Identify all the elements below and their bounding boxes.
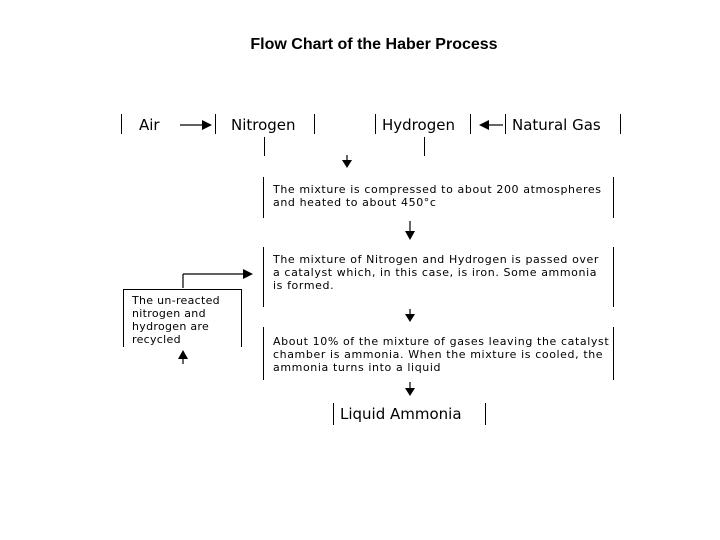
step-catalyst-box: The mixture of Nitrogen and Hydrogen is … (263, 247, 614, 307)
recycle-line-1: The un-reacted (132, 294, 220, 307)
node-liquid-ammonia: Liquid Ammonia (340, 405, 462, 423)
step-cooling-line-2: chamber is ammonia. When the mixture is … (273, 348, 604, 361)
recycle-line-4: recycled (132, 333, 181, 346)
hydrogen-stem (424, 137, 425, 156)
hydrogen-right-bar (470, 114, 471, 134)
recycle-line-3: hydrogen are (132, 320, 210, 333)
nitrogen-right-bar (314, 114, 315, 134)
arrow-recycle-up (178, 350, 188, 364)
step-compress-line-1: The mixture is compressed to about 200 a… (273, 183, 602, 196)
arrow-recycle-to-catalyst (182, 269, 253, 288)
arrow-catalyst-to-cooling (405, 309, 415, 322)
node-air: Air (139, 116, 160, 134)
recycle-line-2: nitrogen and (132, 307, 206, 320)
step-cooling-line-1: About 10% of the mixture of gases leavin… (273, 335, 610, 348)
air-left-bar (121, 114, 122, 134)
node-nitrogen: Nitrogen (231, 116, 296, 134)
natural-gas-left-bar (505, 114, 506, 134)
natural-gas-right-bar (620, 114, 621, 134)
product-left-bar (333, 403, 334, 425)
step-compress-box: The mixture is compressed to about 200 a… (263, 177, 614, 218)
chart-title: Flow Chart of the Haber Process (250, 36, 498, 53)
node-hydrogen: Hydrogen (382, 116, 455, 134)
step-catalyst-line-3: is formed. (273, 279, 335, 292)
product-right-bar (485, 403, 486, 425)
arrow-into-compress (342, 155, 352, 168)
step-cooling-box: About 10% of the mixture of gases leavin… (263, 327, 614, 380)
node-natural-gas: Natural Gas (512, 116, 601, 134)
step-compress-line-2: and heated to about 450°c (273, 196, 437, 209)
arrow-cooling-to-product (405, 382, 415, 396)
step-cooling-line-3: ammonia turns into a liquid (273, 361, 442, 374)
step-catalyst-line-1: The mixture of Nitrogen and Hydrogen is … (273, 253, 600, 266)
recycle-box: The un-reacted nitrogen and hydrogen are… (123, 289, 242, 347)
arrow-natural-gas-to-hydrogen (479, 120, 503, 130)
nitrogen-stem (264, 137, 265, 156)
hydrogen-left-bar (375, 114, 376, 134)
arrow-compress-to-catalyst (405, 221, 415, 240)
nitrogen-left-bar (215, 114, 216, 134)
step-catalyst-line-2: a catalyst which, in this case, is iron.… (273, 266, 598, 279)
arrow-air-to-nitrogen (180, 120, 212, 130)
